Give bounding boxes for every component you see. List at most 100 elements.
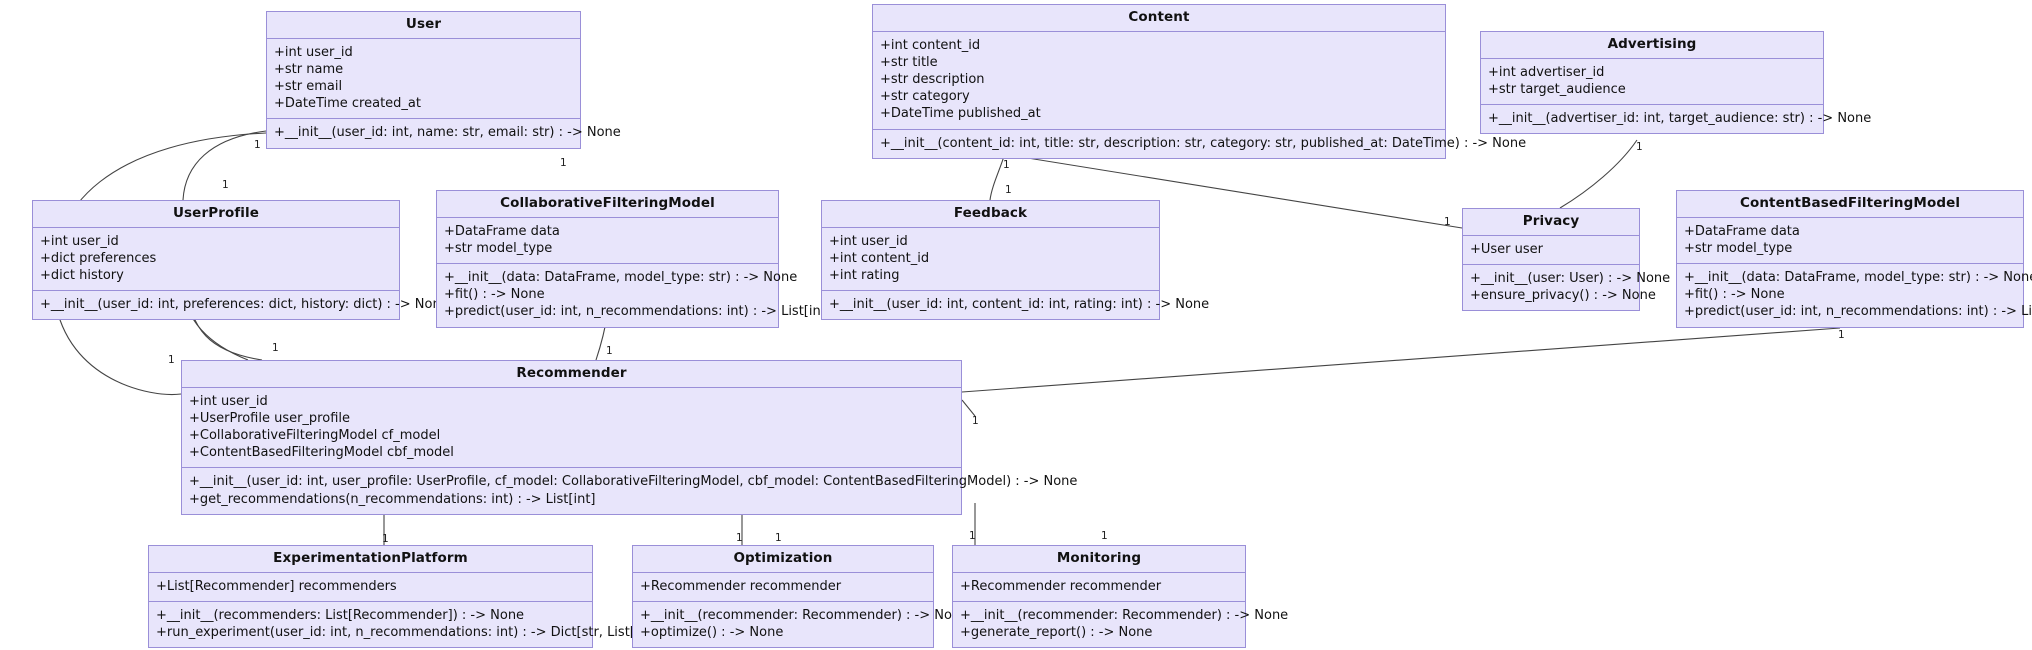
uml-attribute-row: +ContentBasedFilteringModel cbf_model [189,445,454,461]
uml-class-cbfmodel[interactable]: ContentBasedFilteringModel+DataFrame dat… [1676,190,2032,328]
uml-method-row: +__init__(user_id: int, preferences: dic… [40,297,449,313]
uml-attribute-row: +str target_audience [1488,82,1626,97]
multiplicity-label: 1 [560,157,567,169]
uml-class-title: ExperimentationPlatform [149,546,592,573]
uml-attributes-section: +DataFrame data +str model_type [437,218,778,265]
uml-attribute-row: +User user [1470,241,1544,257]
uml-class-title: CollaborativeFilteringModel [437,191,778,218]
multiplicity-label: 1 [606,345,613,357]
uml-attribute-row: +DataFrame data [1684,223,1800,239]
uml-class-monitoring[interactable]: Monitoring +Recommender recommender +__ini… [952,545,1289,649]
uml-attribute-row: +int rating [829,268,900,284]
uml-class-title: Optimization [633,546,933,573]
uml-class-content[interactable]: Content +int content_id +str title +str des… [872,4,1527,159]
multiplicity-label: 1 [254,139,261,151]
multiplicity-label: 1 [382,533,389,545]
uml-method-row: +__init__(recommenders: List[Recommender… [156,608,525,623]
multiplicity-label: 1 [222,179,229,191]
multiplicity-label: 1 [1838,329,1845,341]
uml-method-row: +__init__(user_id: int, name: str, email… [274,125,621,141]
multiplicity-label: 1 [1444,216,1451,228]
uml-attributes-section: +int user_id+UserProfile user_profile+Co… [182,388,961,469]
uml-class-title: UserProfile [33,201,399,228]
uml-attribute-row: +DateTime published_at [880,106,1041,122]
multiplicity-label: 1 [1005,184,1012,196]
edge-recommender-right [961,399,976,417]
uml-class-user[interactable]: User+int user_id+str name+str email+Date… [266,11,621,149]
uml-class-advertising[interactable]: Advertising+int advertiser_id+str target… [1480,31,1872,135]
uml-attributes-section: +int user_id+dict preferences+dict histo… [33,228,399,292]
uml-methods-section: +__init__(data: DataFrame, model_type: s… [437,264,831,326]
edge-cbfmodel-recommender [961,327,1841,393]
uml-attributes-section: +DataFrame data +str model_type [1677,218,2023,265]
uml-attribute-row: +dict preferences [40,251,157,266]
uml-method-row: +__init__(advertiser_id: int, target_aud… [1488,111,1872,127]
uml-methods-section: +__init__(advertiser_id: int, target_aud… [1481,105,1872,133]
uml-attribute-row: +str title [880,55,938,70]
uml-attribute-row: +str category [880,89,970,105]
multiplicity-label: 1 [1003,159,1010,171]
multiplicity-label: 1 [272,342,279,354]
uml-attributes-section: +int advertiser_id+str target_audience [1481,59,1823,106]
uml-method-row: +__init__(data: DataFrame, model_type: s… [444,270,798,286]
uml-class-title: Privacy [1463,209,1639,236]
uml-attribute-row: +DataFrame data [444,223,560,239]
multiplicity-label: 1 [1636,141,1643,153]
uml-attribute-row: +int content_id [829,251,930,266]
uml-method-row: +generate_report() : -> None [960,625,1153,641]
uml-class-recommender[interactable]: Recommender+int user_id+UserProfile user… [181,360,1078,515]
uml-attribute-row: +int user_id [829,233,908,249]
uml-class-title: Advertising [1481,32,1823,59]
uml-class-title: User [267,12,580,39]
uml-attribute-row: +DateTime created_at [274,96,421,112]
uml-attribute-row: +dict history [40,268,124,284]
uml-methods-section: +__init__(user_id: int, user_profile: Us… [182,468,1078,513]
multiplicity-label: 1 [168,354,175,366]
uml-method-row: +__init__(user: User) : -> None [1470,271,1671,286]
uml-class-title: Content [873,5,1445,32]
uml-attributes-section: +User user [1463,236,1639,265]
uml-class-userprofile[interactable]: UserProfile+int user_id+dict preferences… [32,200,449,321]
uml-class-title: Monitoring [953,546,1245,573]
uml-attribute-row: +str model_type [444,241,553,256]
uml-attribute-row: +str name [274,62,344,77]
uml-methods-section: +__init__(data: DataFrame, model_type: s… [1677,264,2032,326]
uml-class-title: ContentBasedFilteringModel [1677,191,2023,218]
multiplicity-label: 1 [969,530,976,542]
uml-method-row: +get_recommendations(n_recommendations: … [189,491,596,507]
uml-method-row: +__init__(data: DataFrame, model_type: s… [1684,270,2032,286]
edge-advertising-privacy [1559,139,1638,209]
multiplicity-label: 1 [972,415,979,427]
uml-class-privacy[interactable]: Privacy +User user +__init__(user: User) :… [1462,208,1671,312]
uml-method-row: +__init__(user_id: int, content_id: int,… [829,297,1210,313]
uml-methods-section: +__init__(recommenders: List[Recommender… [149,602,662,647]
uml-attribute-row: +List[Recommender] recommenders [156,578,397,594]
uml-attribute-row: +Recommender recommender [960,578,1162,594]
uml-attribute-row: +int content_id [880,37,981,53]
multiplicity-label: 1 [1101,530,1108,542]
uml-attribute-row: +str description [880,72,985,88]
uml-class-feedback[interactable]: Feedback+int user_id+int content_id+int … [821,200,1210,321]
uml-method-row: +__init__(content_id: int, title: str, d… [880,135,1527,151]
uml-attribute-row: +str model_type [1684,241,1793,256]
uml-method-row: +optimize() : -> None [640,625,784,641]
uml-method-row: +run_experiment(user_id: int, n_recommen… [156,625,662,641]
uml-attributes-section: +Recommender recommender [633,573,933,602]
uml-methods-section: +__init__(user_id: int, preferences: dic… [33,291,449,319]
uml-class-optimization[interactable]: Optimization+Recommender recommender+__i… [632,545,968,649]
uml-method-row: +__init__(recommender: Recommender) : ->… [960,608,1289,623]
uml-methods-section: +__init__(recommender: Recommender) : ->… [633,602,968,647]
uml-method-row: +predict(user_id: int, n_recommendations… [444,304,831,320]
uml-class-experimentation[interactable]: ExperimentationPlatform +List[Recommender… [148,545,662,649]
uml-class-cfmodel[interactable]: CollaborativeFilteringModel+DataFrame da… [436,190,831,328]
uml-attributes-section: +int user_id+str name+str email+DateTime… [267,39,580,120]
multiplicity-label: 1 [736,532,743,544]
uml-methods-section: +__init__(user: User) : -> None +ensure_p… [1463,265,1671,310]
uml-attribute-row: +int user_id [189,393,268,409]
uml-method-row: +ensure_privacy() : -> None [1470,288,1656,304]
uml-method-row: +fit() : -> None [1684,287,1785,303]
uml-class-title: Recommender [182,361,961,388]
uml-attribute-row: +str email [274,79,343,95]
uml-method-row: +fit() : -> None [444,287,545,303]
uml-method-row: +__init__(user_id: int, user_profile: Us… [189,474,1078,490]
